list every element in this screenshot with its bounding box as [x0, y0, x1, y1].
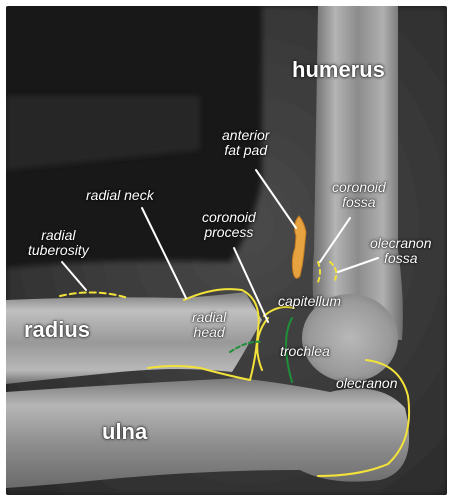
elbow-radiograph: humerus radius ulna anterior fat pad rad… [6, 6, 447, 495]
label-radial-head-line1: radial [192, 310, 226, 325]
label-coronoid-fossa-line2: fossa [332, 195, 386, 210]
label-olecranon-fossa-line2: fossa [370, 251, 432, 266]
label-radial-tuberosity: radial tuberosity [28, 228, 89, 258]
label-ulna: ulna [102, 420, 147, 444]
label-radial-tuberosity-line1: radial [28, 228, 89, 243]
label-radius: radius [24, 318, 90, 342]
ulna-shaft [6, 378, 409, 488]
label-radial-head: radial head [192, 310, 226, 340]
label-trochlea: trochlea [280, 344, 330, 359]
label-anterior-fat-pad-line2: fat pad [222, 143, 269, 158]
label-olecranon: olecranon [336, 376, 398, 391]
label-coronoid-fossa-line1: coronoid [332, 180, 386, 195]
label-humerus: humerus [292, 58, 385, 82]
label-radial-neck: radial neck [86, 188, 154, 203]
label-olecranon-fossa: olecranon fossa [370, 236, 432, 266]
label-coronoid-fossa: coronoid fossa [332, 180, 386, 210]
label-radial-head-line2: head [192, 325, 226, 340]
label-radial-tuberosity-line2: tuberosity [28, 243, 89, 258]
label-anterior-fat-pad-line1: anterior [222, 128, 269, 143]
label-coronoid-process-line1: coronoid [202, 210, 256, 225]
label-olecranon-fossa-line1: olecranon [370, 236, 432, 251]
label-coronoid-process: coronoid process [202, 210, 256, 240]
label-anterior-fat-pad: anterior fat pad [222, 128, 269, 158]
label-capitellum: capitellum [278, 294, 341, 309]
label-coronoid-process-line2: process [202, 225, 256, 240]
